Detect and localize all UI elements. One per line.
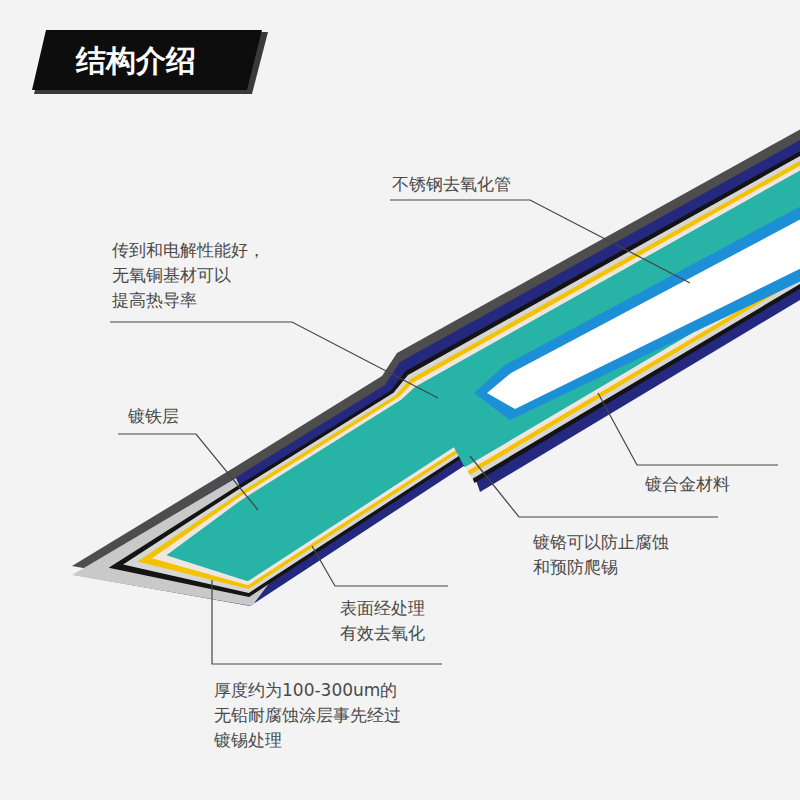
steel-tube: [487, 209, 800, 409]
tube-wall: [474, 196, 800, 420]
title-banner: [32, 30, 262, 90]
leader-line: [390, 200, 690, 283]
leader-line: [212, 580, 442, 664]
leader-line: [110, 322, 438, 398]
callout-label: 镀铬可以防止腐蚀 和预防爬锡: [533, 530, 669, 580]
callout-label: 不锈钢去氧化管: [392, 172, 511, 197]
alloy-plating: [138, 150, 800, 589]
callout-label: 厚度约为100-300um的 无铅耐腐蚀涂层事先经过 镀锡处理: [214, 678, 401, 753]
soldering-tip: [72, 120, 800, 606]
leader-line: [312, 546, 448, 586]
leader-lines: [110, 200, 778, 664]
title-text: 结构介绍: [76, 42, 196, 80]
label-holder: 镀铁层: [128, 404, 179, 429]
plating-gap: [152, 154, 800, 585]
label-holder: 镀合金材料: [645, 472, 730, 497]
callout-label: 镀铁层: [128, 404, 179, 429]
label-holder: 镀铬可以防止腐蚀 和预防爬锡: [533, 530, 669, 580]
label-holder: 不锈钢去氧化管: [392, 172, 511, 197]
leader-line: [118, 434, 258, 510]
callout-label: 镀合金材料: [645, 472, 730, 497]
leader-line: [598, 393, 778, 465]
label-holder: 传到和电解性能好， 无氧铜基材可以 提高热导率: [112, 238, 265, 313]
label-holder: 厚度约为100-300um的 无铅耐腐蚀涂层事先经过 镀锡处理: [214, 678, 401, 753]
chrome-plating: [75, 129, 800, 606]
copper-core: [166, 159, 800, 581]
title-holder: 结构介绍: [76, 42, 196, 80]
label-holder: 表面经处理 有效去氧化: [340, 596, 425, 646]
callout-label: 传到和电解性能好， 无氧铜基材可以 提高热导率: [112, 238, 265, 313]
coating-edge: [109, 140, 800, 597]
callout-label: 表面经处理 有效去氧化: [340, 596, 425, 646]
iron-plating: [123, 145, 800, 593]
